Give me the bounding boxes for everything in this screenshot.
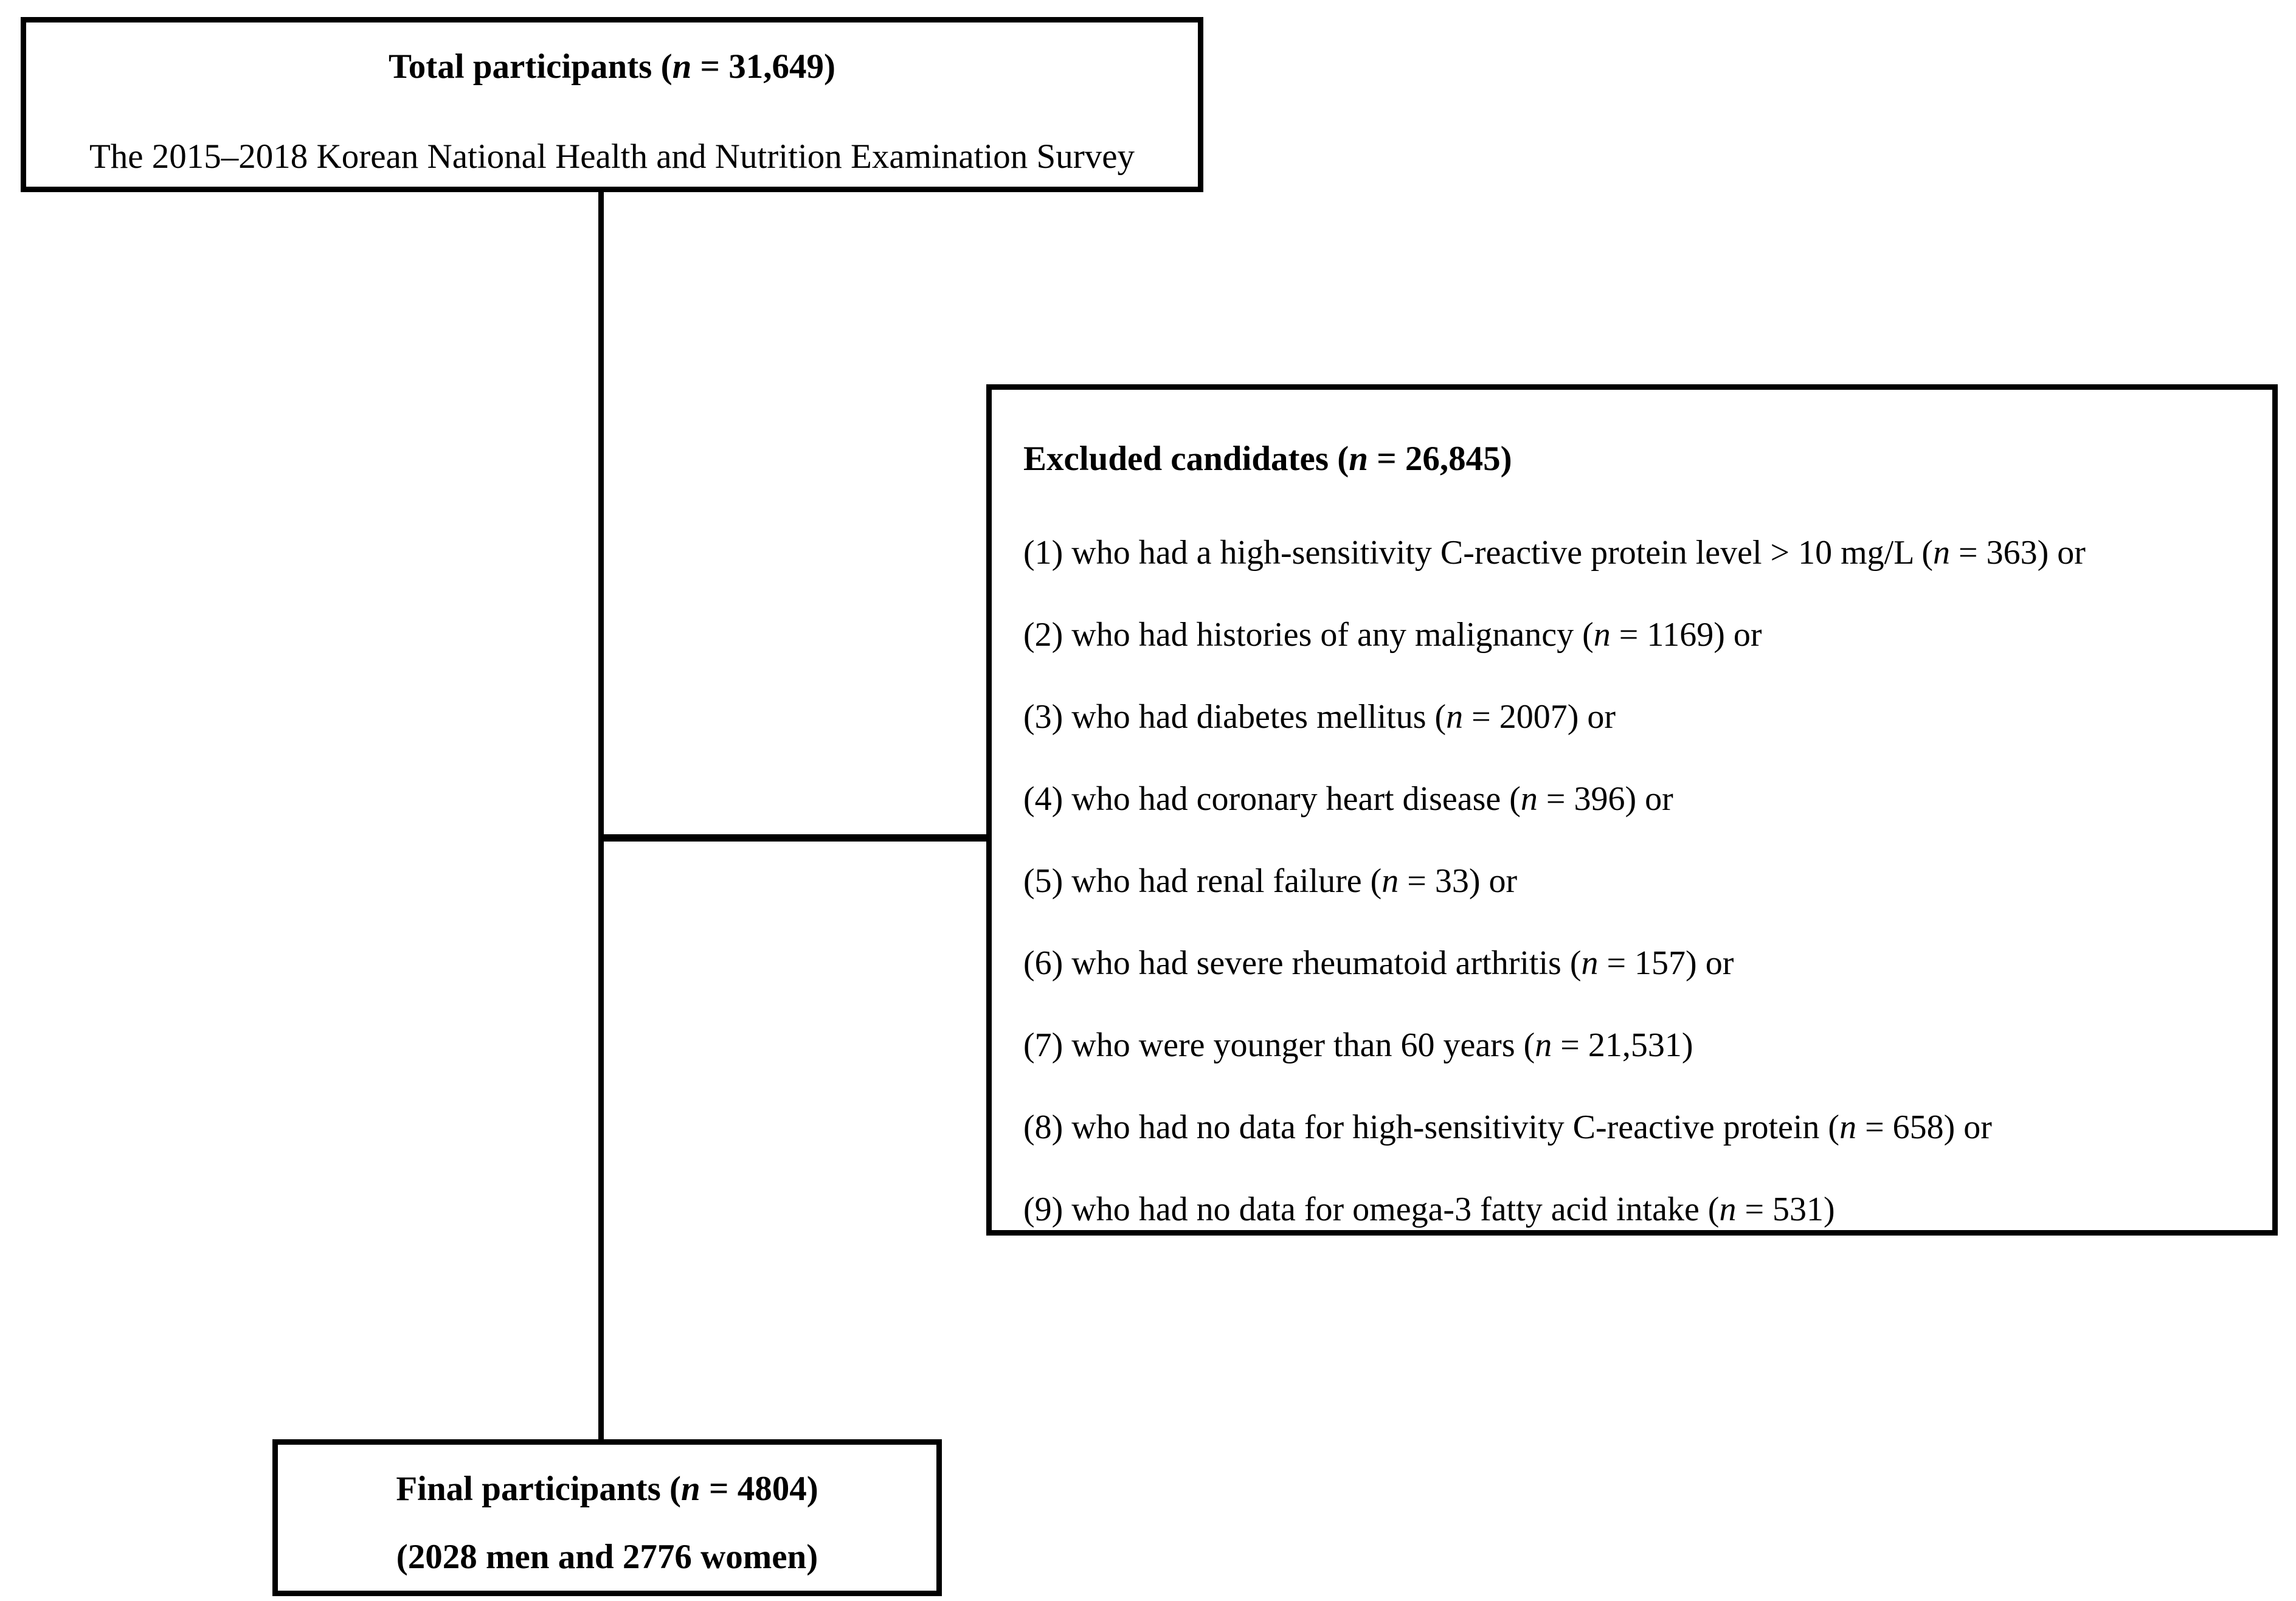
exclusion-criterion: (7) who were younger than 60 years (n = … (1023, 1026, 1693, 1064)
vertical-connector-line (598, 192, 604, 1439)
exclusion-criterion: (6) who had severe rheumatoid arthritis … (1023, 944, 1734, 982)
exclusion-criterion: (3) who had diabetes mellitus (n = 2007)… (1023, 698, 1616, 736)
exclusion-criterion: (4) who had coronary heart disease (n = … (1023, 780, 1673, 818)
exclusion-criterion: (2) who had histories of any malignancy … (1023, 616, 1762, 654)
final-participants-box: Final participants (n = 4804) (2028 men … (272, 1439, 942, 1596)
exclusion-criterion: (5) who had renal failure (n = 33) or (1023, 862, 1518, 900)
final-participants-title: Final participants (n = 4804) (396, 1470, 818, 1508)
exclusion-criterion: (9) who had no data for omega-3 fatty ac… (1023, 1191, 1835, 1228)
horizontal-connector-line (601, 834, 986, 842)
excluded-candidates-title: Excluded candidates (n = 26,845) (1023, 440, 1512, 478)
exclusion-criteria-list: (1) who had a high-sensitivity C-reactiv… (1023, 530, 2260, 1268)
excluded-candidates-box: Excluded candidates (n = 26,845) (1) who… (986, 384, 2278, 1236)
exclusion-criterion: (1) who had a high-sensitivity C-reactiv… (1023, 534, 2086, 572)
survey-name-text: The 2015–2018 Korean National Health and… (89, 137, 1135, 176)
exclusion-criterion: (8) who had no data for high-sensitivity… (1023, 1108, 1992, 1146)
final-participants-breakdown: (2028 men and 2776 women) (396, 1538, 818, 1576)
total-participants-title: Total participants (n = 31,649) (388, 47, 836, 86)
total-participants-box: Total participants (n = 31,649) The 2015… (21, 17, 1203, 192)
